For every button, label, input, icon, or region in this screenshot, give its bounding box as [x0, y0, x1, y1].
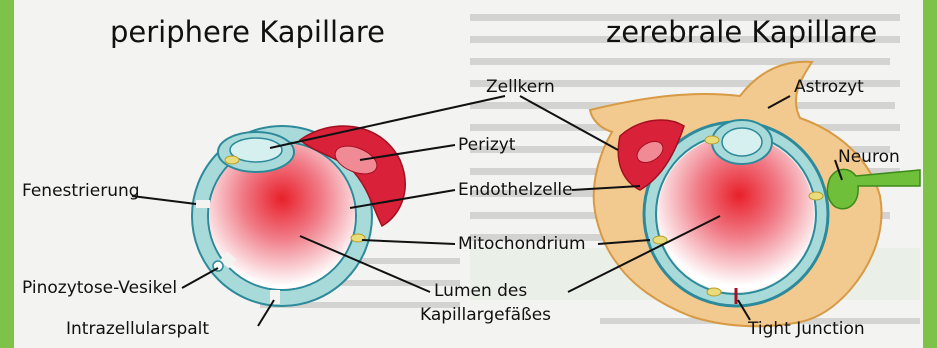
intrazellular-gap — [270, 290, 280, 304]
mitochondrium-right-1 — [705, 136, 719, 144]
label-intrazellularspalt: Intrazellularspalt — [66, 319, 209, 339]
label-lumen-line2: Kapillargefäßes — [420, 305, 551, 325]
label-zellkern: Zellkern — [486, 77, 555, 97]
label-endothelzelle: Endothelzelle — [458, 180, 573, 200]
label-pinozytose-vesikel: Pinozytose-Vesikel — [22, 278, 177, 298]
label-fenestrierung: Fenestrierung — [22, 181, 140, 201]
label-neuron: Neuron — [838, 147, 900, 167]
title-peripheral: periphere Kapillare — [110, 15, 385, 49]
mitochondrium-left-1 — [225, 156, 239, 164]
label-perizyt: Perizyt — [458, 135, 516, 155]
label-lumen-line1: Lumen des — [434, 281, 527, 301]
fenestrierung-gap — [196, 200, 210, 208]
label-mitochondrium: Mitochondrium — [458, 234, 586, 254]
label-astrozyt: Astrozyt — [794, 77, 864, 97]
title-cerebral: zerebrale Kapillare — [606, 15, 877, 49]
mitochondrium-right-2 — [809, 192, 823, 200]
mitochondrium-right-4 — [707, 288, 721, 296]
label-tight-junction: Tight Junction — [747, 319, 865, 339]
